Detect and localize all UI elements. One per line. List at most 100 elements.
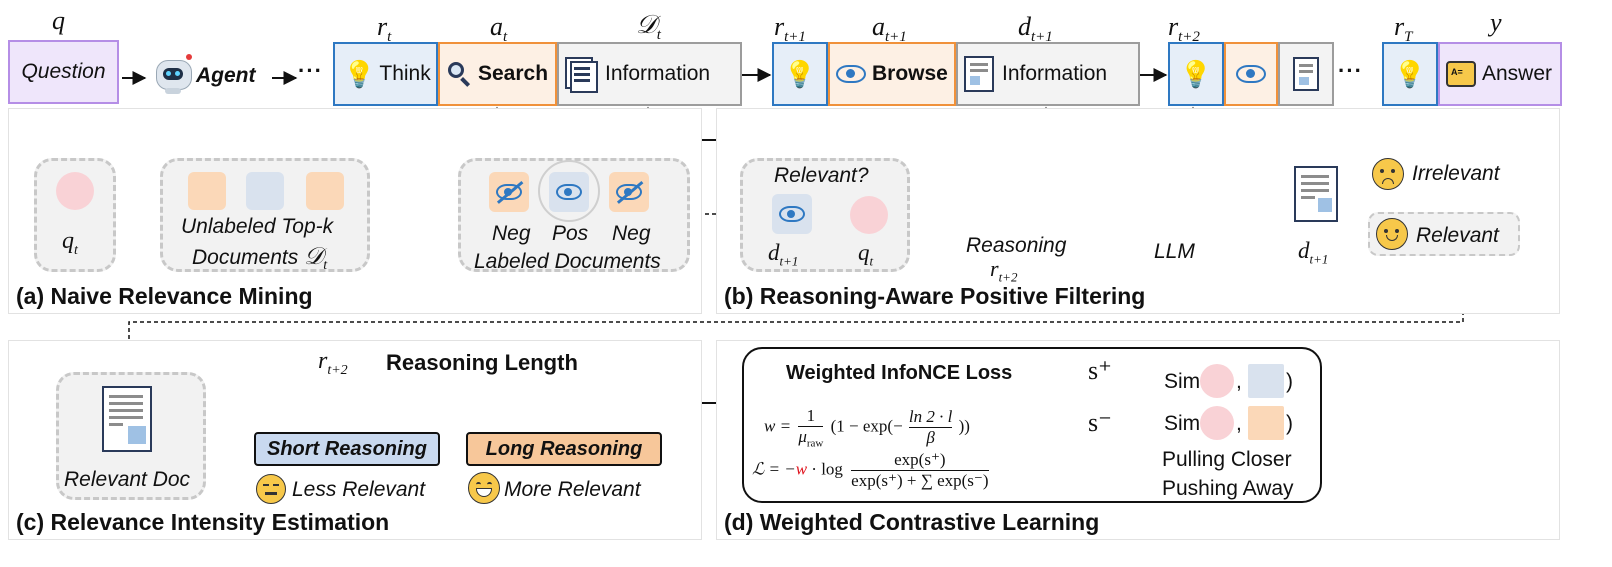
top-flow-arrows bbox=[122, 68, 1168, 85]
sim-minus-comma: , bbox=[1236, 412, 1242, 435]
long-reasoning-tag: Long Reasoning bbox=[466, 432, 662, 466]
eye-icon bbox=[556, 184, 582, 200]
search-icon bbox=[448, 62, 472, 87]
information-box: Information bbox=[557, 42, 742, 106]
grin-face-icon bbox=[468, 472, 500, 504]
browse-box: Browse bbox=[828, 42, 956, 106]
rt-symbol: rt bbox=[377, 12, 392, 46]
loss-title: Weighted InfoNCE Loss bbox=[786, 362, 1013, 384]
eye-icon bbox=[836, 65, 866, 83]
browse-label: Browse bbox=[872, 62, 948, 85]
dt1-label-2: dt+1 bbox=[1298, 238, 1329, 267]
ellipsis-2: ··· bbox=[1338, 58, 1363, 83]
think-box: 💡 Think bbox=[333, 42, 438, 106]
neg-doc-2 bbox=[609, 172, 649, 212]
think-label: Think bbox=[379, 62, 431, 85]
think-box-3: 💡 bbox=[1168, 42, 1224, 106]
sim-plus-comma: , bbox=[1236, 370, 1242, 393]
information-label-2: Information bbox=[1002, 62, 1108, 85]
w-equation: w = 1 μraw (1 − exp(− ln 2 · l β )) bbox=[764, 406, 970, 450]
query-circle bbox=[56, 172, 94, 210]
at1-symbol: at+1 bbox=[872, 12, 907, 46]
doc-square-2 bbox=[246, 172, 284, 210]
rT-symbol: rT bbox=[1394, 12, 1413, 46]
less-relevant-label: Less Relevant bbox=[292, 478, 426, 501]
sim-plus-query-circle bbox=[1200, 364, 1234, 398]
eye-slash-icon bbox=[616, 181, 644, 204]
relevant-question-label: Relevant? bbox=[774, 164, 869, 187]
y-symbol: y bbox=[1490, 8, 1502, 37]
at-symbol: at bbox=[490, 12, 508, 46]
rt1-symbol: rt+1 bbox=[774, 12, 806, 46]
s-plus-label: s⁺ bbox=[1088, 356, 1112, 385]
more-relevant-label: More Relevant bbox=[504, 478, 641, 501]
Dt-symbol: 𝒟t bbox=[636, 10, 661, 44]
qt-label-b: qt bbox=[858, 240, 874, 269]
documents-Dt-label: Documents 𝒟t bbox=[192, 244, 328, 274]
think-box-2: 💡 bbox=[772, 42, 828, 106]
unlabeled-label: Unlabeled Top-k bbox=[181, 215, 334, 238]
dt1-symbol: dt+1 bbox=[1018, 12, 1053, 46]
sim-minus: Sim( bbox=[1164, 412, 1208, 435]
browse-box-2 bbox=[1224, 42, 1278, 106]
panel-b-caption: (b) Reasoning-Aware Positive Filtering bbox=[724, 283, 1146, 309]
doc-square-1 bbox=[188, 172, 226, 210]
answer-box: A= Answer bbox=[1438, 42, 1562, 106]
pushing-away-label: Pushing Away bbox=[1162, 477, 1294, 500]
sim-plus-close: ) bbox=[1286, 370, 1293, 393]
s-minus-label: s⁻ bbox=[1088, 408, 1112, 437]
rt2-label-c: rt+2 bbox=[318, 348, 348, 378]
think-box-4: 💡 bbox=[1382, 42, 1438, 106]
sim-minus-doc bbox=[1248, 406, 1284, 440]
relevant-label: Relevant bbox=[1416, 224, 1499, 247]
sim-minus-query-circle bbox=[1200, 406, 1234, 440]
long-reasoning-label: Long Reasoning bbox=[485, 437, 643, 460]
doc-square-3 bbox=[306, 172, 344, 210]
q-symbol: q bbox=[52, 6, 65, 35]
smile-face-icon bbox=[1376, 218, 1408, 250]
pos-doc bbox=[549, 172, 589, 212]
agent-robot-icon bbox=[153, 54, 193, 94]
neg-doc-1 bbox=[489, 172, 529, 212]
dt1-label: dt+1 bbox=[768, 240, 799, 269]
search-box: Search bbox=[438, 42, 557, 106]
panel-c-caption: (c) Relevance Intensity Estimation bbox=[16, 509, 390, 535]
lightbulb-icon: 💡 bbox=[343, 58, 376, 89]
reasoning-length-label: Reasoning Length bbox=[386, 350, 578, 375]
lightbulb-icon: 💡 bbox=[1393, 58, 1427, 89]
relevant-doc-label: Relevant Doc bbox=[64, 468, 191, 491]
ellipsis-1: ··· bbox=[298, 58, 323, 83]
answer-speech-icon: A= bbox=[1446, 61, 1476, 87]
relevant-doc-icon bbox=[102, 386, 152, 452]
information-box-2: Information bbox=[956, 42, 1140, 106]
panel-d bbox=[716, 340, 1560, 540]
panel-a-caption: (a) Naive Relevance Mining bbox=[16, 283, 313, 309]
pulling-closer-label: Pulling Closer bbox=[1162, 448, 1292, 471]
eye-icon bbox=[779, 206, 805, 222]
filtered-document-icon bbox=[1294, 166, 1338, 222]
llm-label: LLM bbox=[1154, 240, 1195, 263]
sad-face-icon bbox=[1372, 158, 1404, 190]
eye-slash-icon bbox=[496, 181, 524, 204]
short-reasoning-tag: Short Reasoning bbox=[254, 432, 440, 466]
search-label: Search bbox=[478, 62, 549, 85]
rt2-symbol: rt+2 bbox=[1168, 12, 1200, 46]
lightbulb-icon: 💡 bbox=[783, 58, 817, 89]
lightbulb-icon: 💡 bbox=[1179, 58, 1213, 89]
document-icon bbox=[1293, 57, 1319, 91]
sim-minus-close: ) bbox=[1286, 412, 1293, 435]
neg-label-1: Neg bbox=[492, 222, 531, 245]
labeled-documents-label: Labeled Documents bbox=[474, 250, 661, 273]
L-equation: ℒ = −w · log exp(s⁺) exp(s⁺) + ∑ exp(s⁻) bbox=[752, 450, 989, 490]
answer-label: Answer bbox=[1482, 62, 1553, 85]
q-circle bbox=[850, 196, 888, 234]
documents-icon bbox=[565, 57, 599, 93]
pos-label: Pos bbox=[552, 222, 589, 245]
eye-icon bbox=[1236, 65, 1266, 83]
rt2-label-b: rt+2 bbox=[990, 256, 1018, 285]
short-reasoning-label: Short Reasoning bbox=[266, 437, 427, 460]
qt-label: qt bbox=[62, 228, 78, 258]
panel-d-caption: (d) Weighted Contrastive Learning bbox=[724, 509, 1100, 535]
reasoning-label: Reasoning bbox=[966, 234, 1067, 257]
pos-doc-highlight bbox=[538, 160, 600, 222]
